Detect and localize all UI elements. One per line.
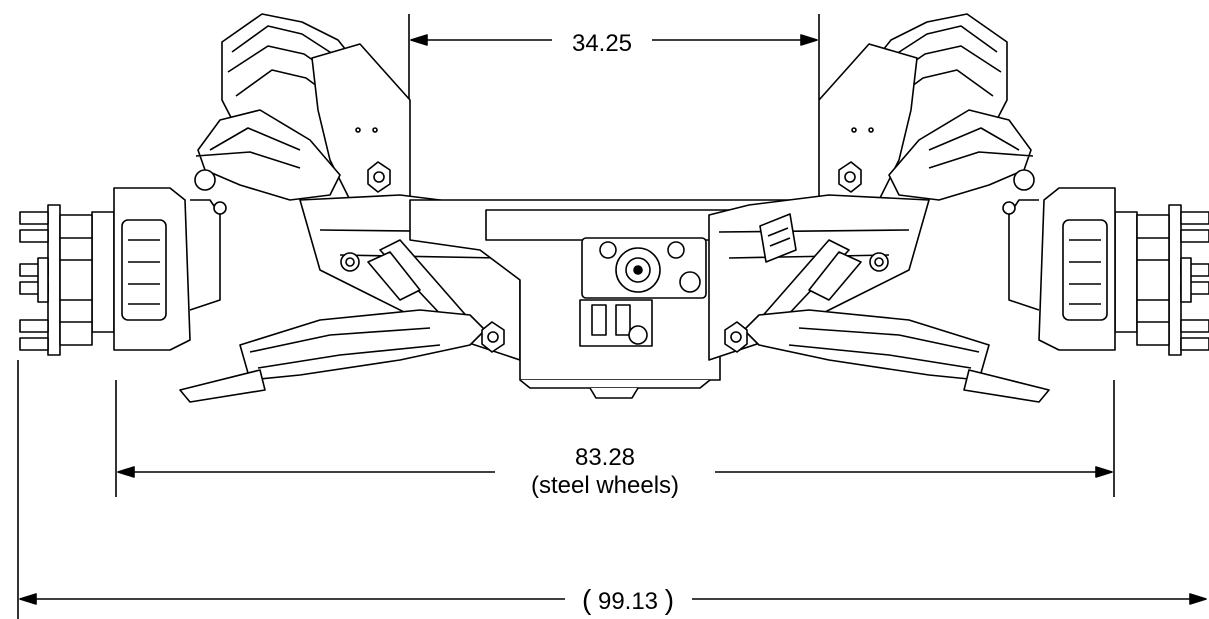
left-air-bag: [195, 109, 341, 201]
center-valve-assembly: [579, 237, 707, 347]
dimension-overall: [17, 360, 1207, 619]
left-lower-pivot: [481, 321, 505, 353]
dimension-top: [408, 14, 820, 100]
left-brake-caliper: [91, 169, 227, 351]
overall-open-paren: (: [581, 584, 592, 615]
track-width-value: 83.28: [574, 444, 636, 471]
dimension-overall-label: ( 99.13 ): [568, 586, 688, 616]
left-upper-bracket: [311, 43, 411, 211]
track-width-note: (steel wheels): [530, 472, 680, 499]
left-hub-studs: [19, 204, 93, 356]
left-lower-arm: [179, 309, 486, 403]
overall-close-paren: ): [664, 584, 675, 615]
right-side: [708, 13, 1209, 403]
right-logo-plate: [759, 213, 797, 263]
dimension-track: [115, 380, 1115, 497]
dimension-top-label: 34.25: [552, 30, 652, 58]
overall-width-value: 99.13: [597, 588, 659, 615]
dimension-track-label: 83.28 (steel wheels): [495, 444, 715, 500]
